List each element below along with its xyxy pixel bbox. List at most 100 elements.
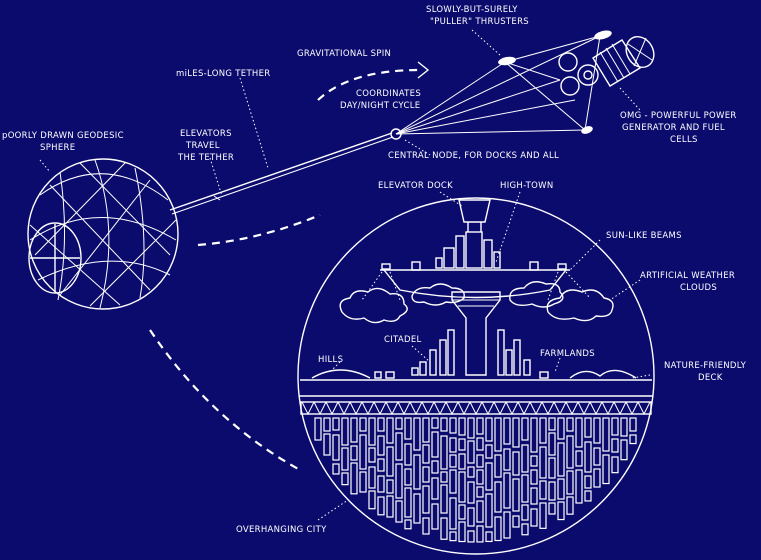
label-deck: NATURE-FRIENDLY DECK	[664, 361, 746, 383]
city-block	[476, 525, 484, 543]
city-block	[584, 475, 592, 489]
city-block	[440, 471, 448, 483]
city-block	[386, 479, 394, 494]
city-block	[485, 444, 493, 459]
city-block	[431, 460, 439, 474]
city-block	[332, 417, 340, 431]
city-block	[422, 485, 430, 514]
city-block	[368, 490, 376, 510]
city-block	[377, 458, 385, 472]
city-block	[449, 469, 457, 494]
city-block	[368, 466, 376, 489]
city-block	[467, 440, 475, 464]
city-block	[404, 519, 412, 530]
label-tether: miLES-LONG TETHER	[176, 69, 271, 79]
city-block	[458, 471, 466, 503]
city-block	[359, 471, 367, 493]
svg-text:ELEVATORS: ELEVATORS	[180, 129, 232, 139]
city-block	[323, 417, 331, 432]
city-block	[512, 478, 520, 512]
city-block	[539, 480, 547, 500]
city-block	[422, 466, 430, 483]
city-block	[530, 455, 538, 467]
city-block	[512, 451, 520, 476]
label-farmlands: FARMLANDS	[540, 349, 595, 359]
city-block	[539, 502, 547, 529]
city-block	[458, 453, 466, 470]
city-block	[485, 493, 493, 528]
city-block	[431, 417, 439, 429]
city-block	[557, 442, 565, 477]
city-block	[602, 417, 610, 452]
svg-text:THE TETHER: THE TETHER	[177, 153, 234, 163]
city-block	[548, 481, 556, 501]
city-block	[566, 417, 574, 432]
tether	[169, 132, 394, 215]
city-block	[512, 515, 520, 528]
city-block	[431, 477, 439, 500]
city-block	[503, 448, 511, 471]
city-block	[611, 456, 619, 474]
label-central-node: CENTRAL NODE, FOR DOCKS AND ALL	[388, 151, 559, 161]
city-block	[440, 517, 448, 540]
city-block	[404, 468, 412, 486]
thruster-ship	[395, 30, 655, 135]
label-citadel: CITADEL	[384, 335, 422, 345]
city-block	[575, 469, 583, 504]
city-block	[413, 417, 421, 451]
city-block	[386, 495, 394, 518]
city-block	[467, 417, 475, 439]
city-block	[323, 433, 331, 456]
city-block	[521, 474, 529, 503]
city-block	[350, 462, 358, 495]
city-block	[611, 417, 619, 436]
city-block	[530, 487, 538, 505]
city-block	[341, 447, 349, 471]
city-block	[593, 468, 601, 488]
label-elevators: ELEVATORS TRAVEL THE TETHER	[177, 129, 234, 163]
spin-arc-left	[197, 213, 321, 247]
city-block	[458, 521, 466, 543]
city-block	[485, 417, 493, 442]
city-block	[539, 446, 547, 479]
spin-arrow	[317, 61, 430, 101]
city-block	[377, 475, 385, 493]
city-block	[530, 508, 538, 527]
city-block	[548, 502, 556, 515]
svg-text:ARTIFICIAL WEATHER: ARTIFICIAL WEATHER	[640, 271, 735, 281]
city-block	[593, 447, 601, 466]
svg-text:TRAVEL: TRAVEL	[185, 141, 220, 151]
city-block	[449, 417, 457, 434]
label-weather: ARTIFICIAL WEATHER CLOUDS	[640, 271, 735, 293]
city-block	[404, 443, 412, 466]
city-block	[350, 417, 358, 443]
label-elevator-dock: ELEVATOR DOCK	[378, 181, 453, 191]
svg-text:DECK: DECK	[698, 373, 723, 383]
city-block	[530, 469, 538, 485]
city-block	[413, 454, 421, 490]
city-block	[431, 503, 439, 530]
city-block	[530, 417, 538, 453]
spin-arc-bottom	[149, 329, 301, 471]
city-block	[413, 493, 421, 524]
city-block	[611, 438, 619, 453]
city-block	[548, 432, 556, 456]
city-block	[341, 472, 349, 486]
city-block	[539, 417, 547, 444]
city-block	[548, 417, 556, 431]
city-block	[377, 417, 385, 432]
city-block	[566, 470, 574, 495]
city-block	[476, 417, 484, 435]
city-block	[458, 438, 466, 451]
city-block	[584, 490, 592, 502]
svg-text:CLOUDS: CLOUDS	[680, 283, 717, 293]
city-block	[503, 511, 511, 539]
city-block	[503, 472, 511, 509]
city-block	[575, 450, 583, 467]
city-block	[602, 454, 610, 485]
city-block	[341, 417, 349, 446]
city-block	[422, 517, 430, 535]
city-block	[467, 507, 475, 527]
